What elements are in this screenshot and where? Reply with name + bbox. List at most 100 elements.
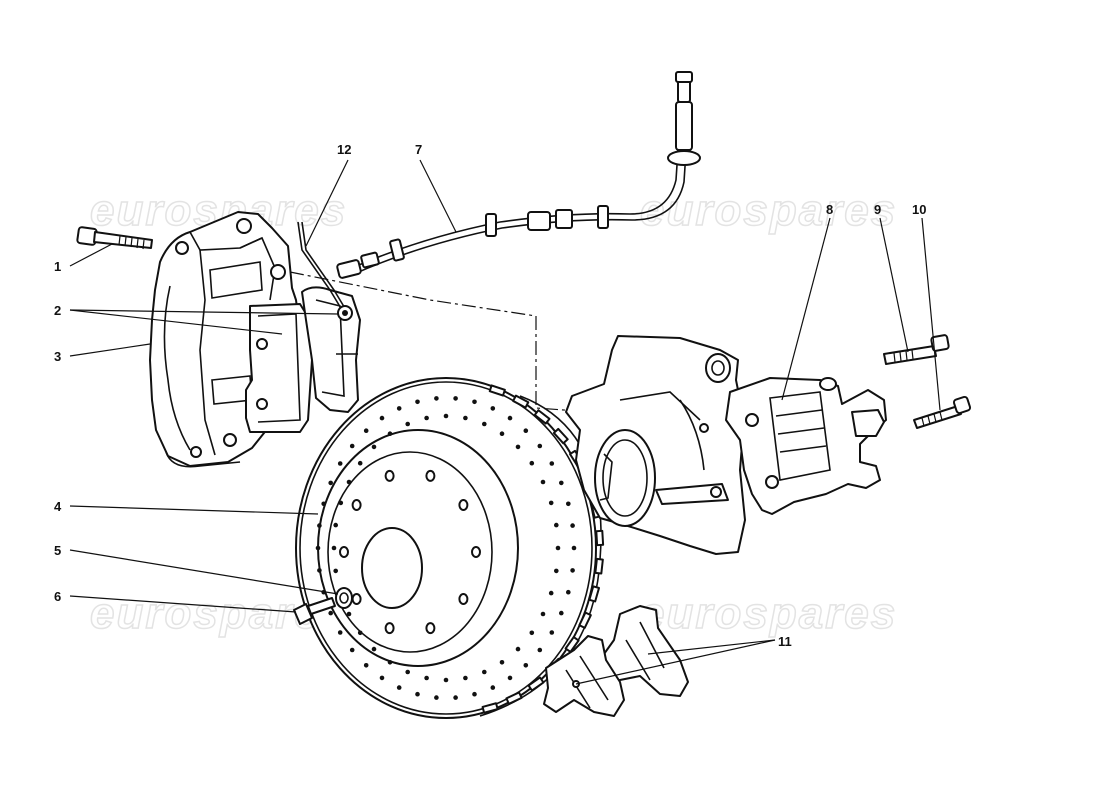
drill-hole: [549, 461, 555, 466]
drill-hole: [346, 611, 352, 617]
drill-hole: [396, 406, 402, 411]
callout-3: 3: [54, 349, 61, 364]
drill-hole: [337, 461, 343, 466]
drill-hole: [537, 647, 543, 653]
drill-hole: [371, 444, 377, 450]
drill-hole: [434, 695, 439, 700]
callout-12: 12: [337, 142, 351, 157]
vent-slot: [595, 529, 605, 547]
hub-bolt-hole: [425, 469, 436, 482]
callout-10: 10: [912, 202, 926, 217]
vent-slot: [488, 384, 506, 397]
callout-5: 5: [54, 543, 61, 558]
vent-slot: [564, 636, 580, 653]
drill-hole: [405, 669, 411, 675]
assembly-guide-lines: [289, 271, 593, 413]
drill-hole: [554, 522, 559, 528]
drill-hole: [328, 610, 334, 616]
drill-hole: [507, 675, 513, 681]
drill-hole: [570, 523, 575, 528]
drill-hole: [405, 421, 411, 427]
drill-hole: [453, 695, 458, 700]
drill-hole: [338, 500, 344, 506]
drill-hole: [499, 660, 505, 665]
drill-hole: [559, 610, 564, 616]
hub-bolt-hole: [458, 593, 469, 605]
drill-hole: [333, 522, 339, 528]
drill-hole: [566, 589, 571, 595]
drill-hole: [337, 630, 343, 635]
drill-hole: [379, 675, 385, 681]
drill-hole: [415, 691, 420, 697]
watermark-top-right: eurospares: [640, 186, 897, 235]
drilled-brake-disc: [295, 377, 605, 719]
drill-hole: [357, 630, 363, 636]
drill-hole: [331, 545, 337, 551]
hub-bolt-hole: [471, 546, 481, 558]
drill-hole: [349, 647, 355, 653]
drill-hole: [499, 431, 505, 437]
drill-hole: [472, 399, 477, 405]
drill-hole: [482, 669, 487, 675]
callout-8: 8: [826, 202, 833, 217]
drill-hole: [424, 415, 429, 421]
pad-wear-sensor: [297, 221, 353, 321]
callout-11: 11: [778, 634, 792, 649]
vent-slot: [512, 394, 530, 409]
drill-hole: [571, 545, 577, 551]
drill-hole: [387, 431, 393, 437]
drill-hole: [315, 545, 321, 551]
drill-hole: [554, 568, 559, 574]
drill-hole: [333, 568, 339, 574]
vent-slot: [588, 585, 601, 603]
drill-hole: [317, 568, 322, 573]
drill-hole: [529, 460, 535, 466]
vent-slot: [578, 611, 592, 629]
drill-hole: [349, 443, 355, 449]
parking-brake-caliper: [725, 377, 887, 515]
hub-bolt-hole: [425, 622, 436, 635]
brake-pad-inner: [245, 303, 313, 433]
vent-slot: [505, 691, 523, 705]
drill-hole: [559, 480, 564, 486]
drill-hole: [424, 675, 429, 681]
drill-hole: [540, 479, 546, 485]
drill-hole: [548, 590, 554, 596]
vent-slot: [552, 427, 569, 445]
brake-hose: [336, 71, 701, 279]
hub-bolt-hole: [384, 622, 395, 635]
callout-9: 9: [874, 202, 881, 217]
callout-1: 1: [54, 259, 61, 274]
drill-hole: [490, 685, 496, 690]
drill-hole: [566, 501, 571, 507]
callout-6: 6: [54, 589, 61, 604]
drill-hole: [529, 630, 535, 636]
watermark-bottom-right: eurospares: [640, 589, 897, 638]
drill-hole: [363, 428, 369, 434]
wheel-hub-carrier: [565, 335, 746, 555]
drill-hole: [357, 460, 363, 466]
drill-hole: [321, 501, 327, 507]
hub-bolt-holes: [339, 469, 481, 635]
drill-hole: [415, 399, 420, 405]
drill-hole: [482, 421, 487, 427]
drill-hole: [463, 675, 468, 681]
vent-slot: [481, 702, 499, 714]
drill-hole: [463, 415, 468, 421]
caliper-bolt: [76, 226, 153, 250]
drill-hole: [317, 523, 322, 528]
callout-labels: 1 2 3 4 5 6 7 8 9 10 11 12: [54, 142, 926, 649]
leader-lines: [69, 159, 941, 685]
drill-hole: [346, 479, 352, 485]
hub-bolt-hole: [458, 499, 469, 511]
drill-hole: [363, 663, 369, 668]
drill-hole: [548, 500, 554, 506]
watermark-top-left: eurospares: [90, 186, 347, 235]
drill-hole: [434, 396, 439, 401]
drill-hole: [523, 663, 529, 668]
disc-bolt: [293, 597, 336, 625]
hub-bolt-hole: [339, 546, 349, 558]
drill-hole: [537, 443, 543, 449]
drill-hole: [328, 480, 334, 486]
